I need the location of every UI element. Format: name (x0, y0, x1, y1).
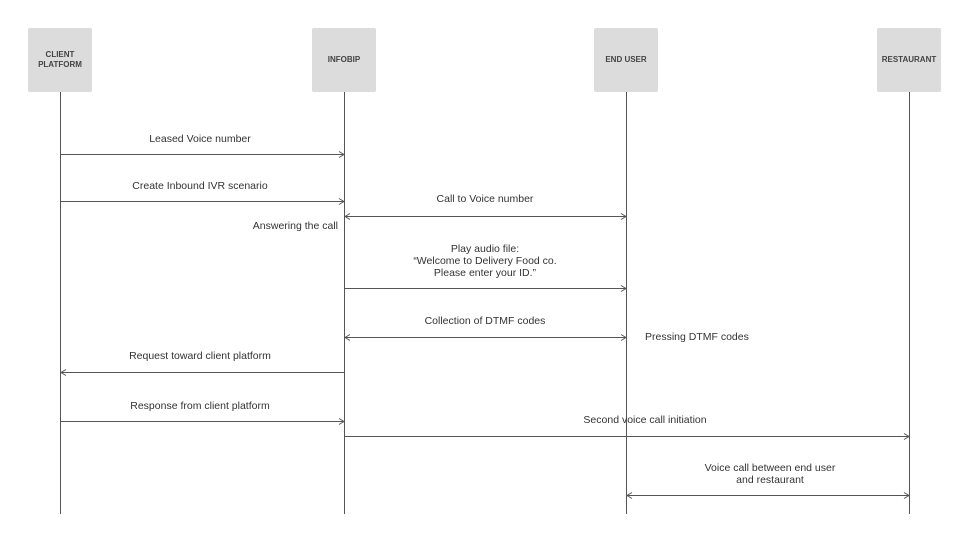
label-pressing-dtmf: Pressing DTMF codes (645, 331, 749, 343)
label-answering-the-call: Answering the call (252, 220, 338, 232)
label-call-to-voice-number: Call to Voice number (436, 193, 534, 205)
actor-end-user: END USER (594, 28, 658, 92)
label-response-from-client: Response from client platform (130, 400, 270, 412)
label-voice-call-between: Voice call between end user and restaura… (704, 462, 836, 486)
label-leased-voice-number: Leased Voice number (149, 133, 251, 145)
arrow-second-voice-call (345, 433, 910, 440)
arrow-request-to-client (60, 369, 344, 376)
arrow-response-from-client (61, 418, 345, 425)
arrow-play-audio-file (345, 285, 627, 292)
label-play-audio-file: Play audio file: “Welcome to Delivery Fo… (413, 243, 557, 279)
actor-infobip-label: INFOBIP (327, 55, 361, 64)
arrow-leased-voice-number (61, 151, 345, 158)
actor-end-user-label: END USER (605, 55, 647, 64)
arrow-collection-dtmf (344, 334, 627, 341)
actor-restaurant: RESTAURANT (877, 28, 941, 92)
label-request-to-client: Request toward client platform (129, 350, 271, 362)
arrow-voice-call-between (626, 492, 910, 499)
actor-infobip: INFOBIP (312, 28, 376, 92)
label-create-ivr-scenario: Create Inbound IVR scenario (132, 180, 268, 192)
actor-restaurant-label: RESTAURANT (881, 55, 937, 64)
actor-client-platform: CLIENT PLATFORM (28, 28, 92, 92)
label-collection-dtmf: Collection of DTMF codes (424, 315, 546, 327)
arrow-create-ivr-scenario (61, 198, 345, 205)
label-second-voice-call: Second voice call initiation (583, 414, 707, 426)
actor-client-platform-label: CLIENT PLATFORM (38, 50, 82, 69)
arrow-call-to-voice-number (344, 213, 627, 220)
